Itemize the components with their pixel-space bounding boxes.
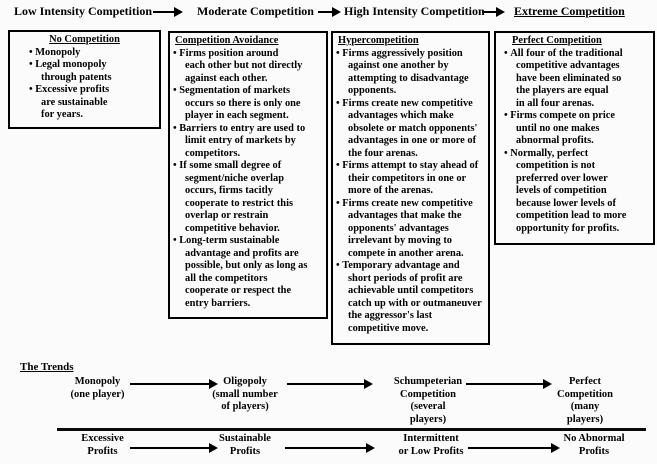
arrow-right-icon	[130, 443, 218, 453]
header-label-extreme: Extreme Competition	[514, 4, 625, 18]
box-title: Perfect Competition	[512, 35, 602, 46]
arrow-right-icon	[318, 7, 341, 17]
perfect-competition-box: Perfect Competition All four of the trad…	[494, 31, 655, 245]
arrow-right-icon	[285, 443, 375, 453]
bullet-item: Normally, perfect competition is not pre…	[504, 148, 650, 236]
arrow-right-icon	[466, 379, 552, 389]
bullet-item: Firms attempt to stay ahead of their com…	[336, 160, 485, 198]
trend-stage-oligopoly: Oligopoly (small number of players)	[212, 376, 278, 412]
bullet-item: Barriers to entry are used to limit entr…	[173, 123, 323, 161]
box-title: Hypercompetition	[338, 35, 419, 46]
bullet-item: All four of the traditional competitive …	[504, 48, 650, 111]
trend-profit-no-abnormal: No Abnormal Profits	[563, 433, 625, 457]
bullet-item: Segmentation of markets occurs so there …	[173, 85, 323, 123]
bullet-item: Firms aggressively position against one …	[336, 48, 485, 98]
bullet-item: If some small degree of segment/niche ov…	[173, 160, 323, 235]
bullet-item: Firms compete on price until no one make…	[504, 110, 650, 148]
box-title: No Competition	[49, 34, 120, 45]
hypercompetition-box: Hypercompetition Firms aggressively posi…	[331, 31, 490, 345]
bullet-list: MonopolyLegal monopoly through patentsEx…	[13, 47, 156, 122]
trends-label: The Trends	[20, 361, 74, 373]
bullet-item: Legal monopoly through patents	[29, 59, 156, 84]
arrow-right-icon	[287, 379, 373, 389]
bullet-item: Long-term sustainable advantage and prof…	[173, 235, 323, 310]
arrow-right-icon	[482, 7, 505, 17]
bullet-list: All four of the traditional competitive …	[499, 48, 650, 236]
trend-stage-schumpeterian: Schumpeterian Competition (several playe…	[393, 376, 463, 425]
trend-stage-monopoly: Monopoly (one player)	[70, 376, 125, 400]
trend-profit-sustainable: Sustainable Profits	[219, 433, 271, 457]
box-title: Competition Avoidance	[175, 35, 279, 46]
bullet-item: Monopoly	[29, 47, 156, 60]
bullet-item: Excessive profits are sustainable for ye…	[29, 84, 156, 122]
bullet-item: Firms create new competitive advantages …	[336, 98, 485, 161]
bullet-list: Firms position around each other but not…	[173, 48, 323, 311]
no-competition-box: No Competition MonopolyLegal monopoly th…	[8, 30, 161, 129]
trend-stage-perfect: Perfect Competition (many players)	[557, 376, 613, 425]
bullet-item: Temporary advantage and short periods of…	[336, 260, 485, 335]
bullet-item: Firms position around each other but not…	[173, 48, 323, 86]
header-label-low-intensity: Low Intensity Competition	[14, 4, 153, 18]
arrow-right-icon	[468, 443, 560, 453]
trend-profit-excessive: Excessive Profits	[81, 433, 124, 457]
header-label-high-intensity: High Intensity Competition	[344, 4, 485, 18]
arrow-right-icon	[130, 379, 218, 389]
arrow-right-icon	[153, 7, 183, 17]
header-label-moderate: Moderate Competition	[197, 4, 314, 18]
trend-profit-intermittent: Intermittent or Low Profits	[398, 433, 464, 457]
bullet-list: Firms aggressively position against one …	[336, 48, 485, 336]
bullet-item: Firms create new competitive advantages …	[336, 198, 485, 261]
trends-divider-line	[57, 428, 646, 431]
competition-avoidance-box: Competition Avoidance Firms position aro…	[168, 31, 328, 319]
